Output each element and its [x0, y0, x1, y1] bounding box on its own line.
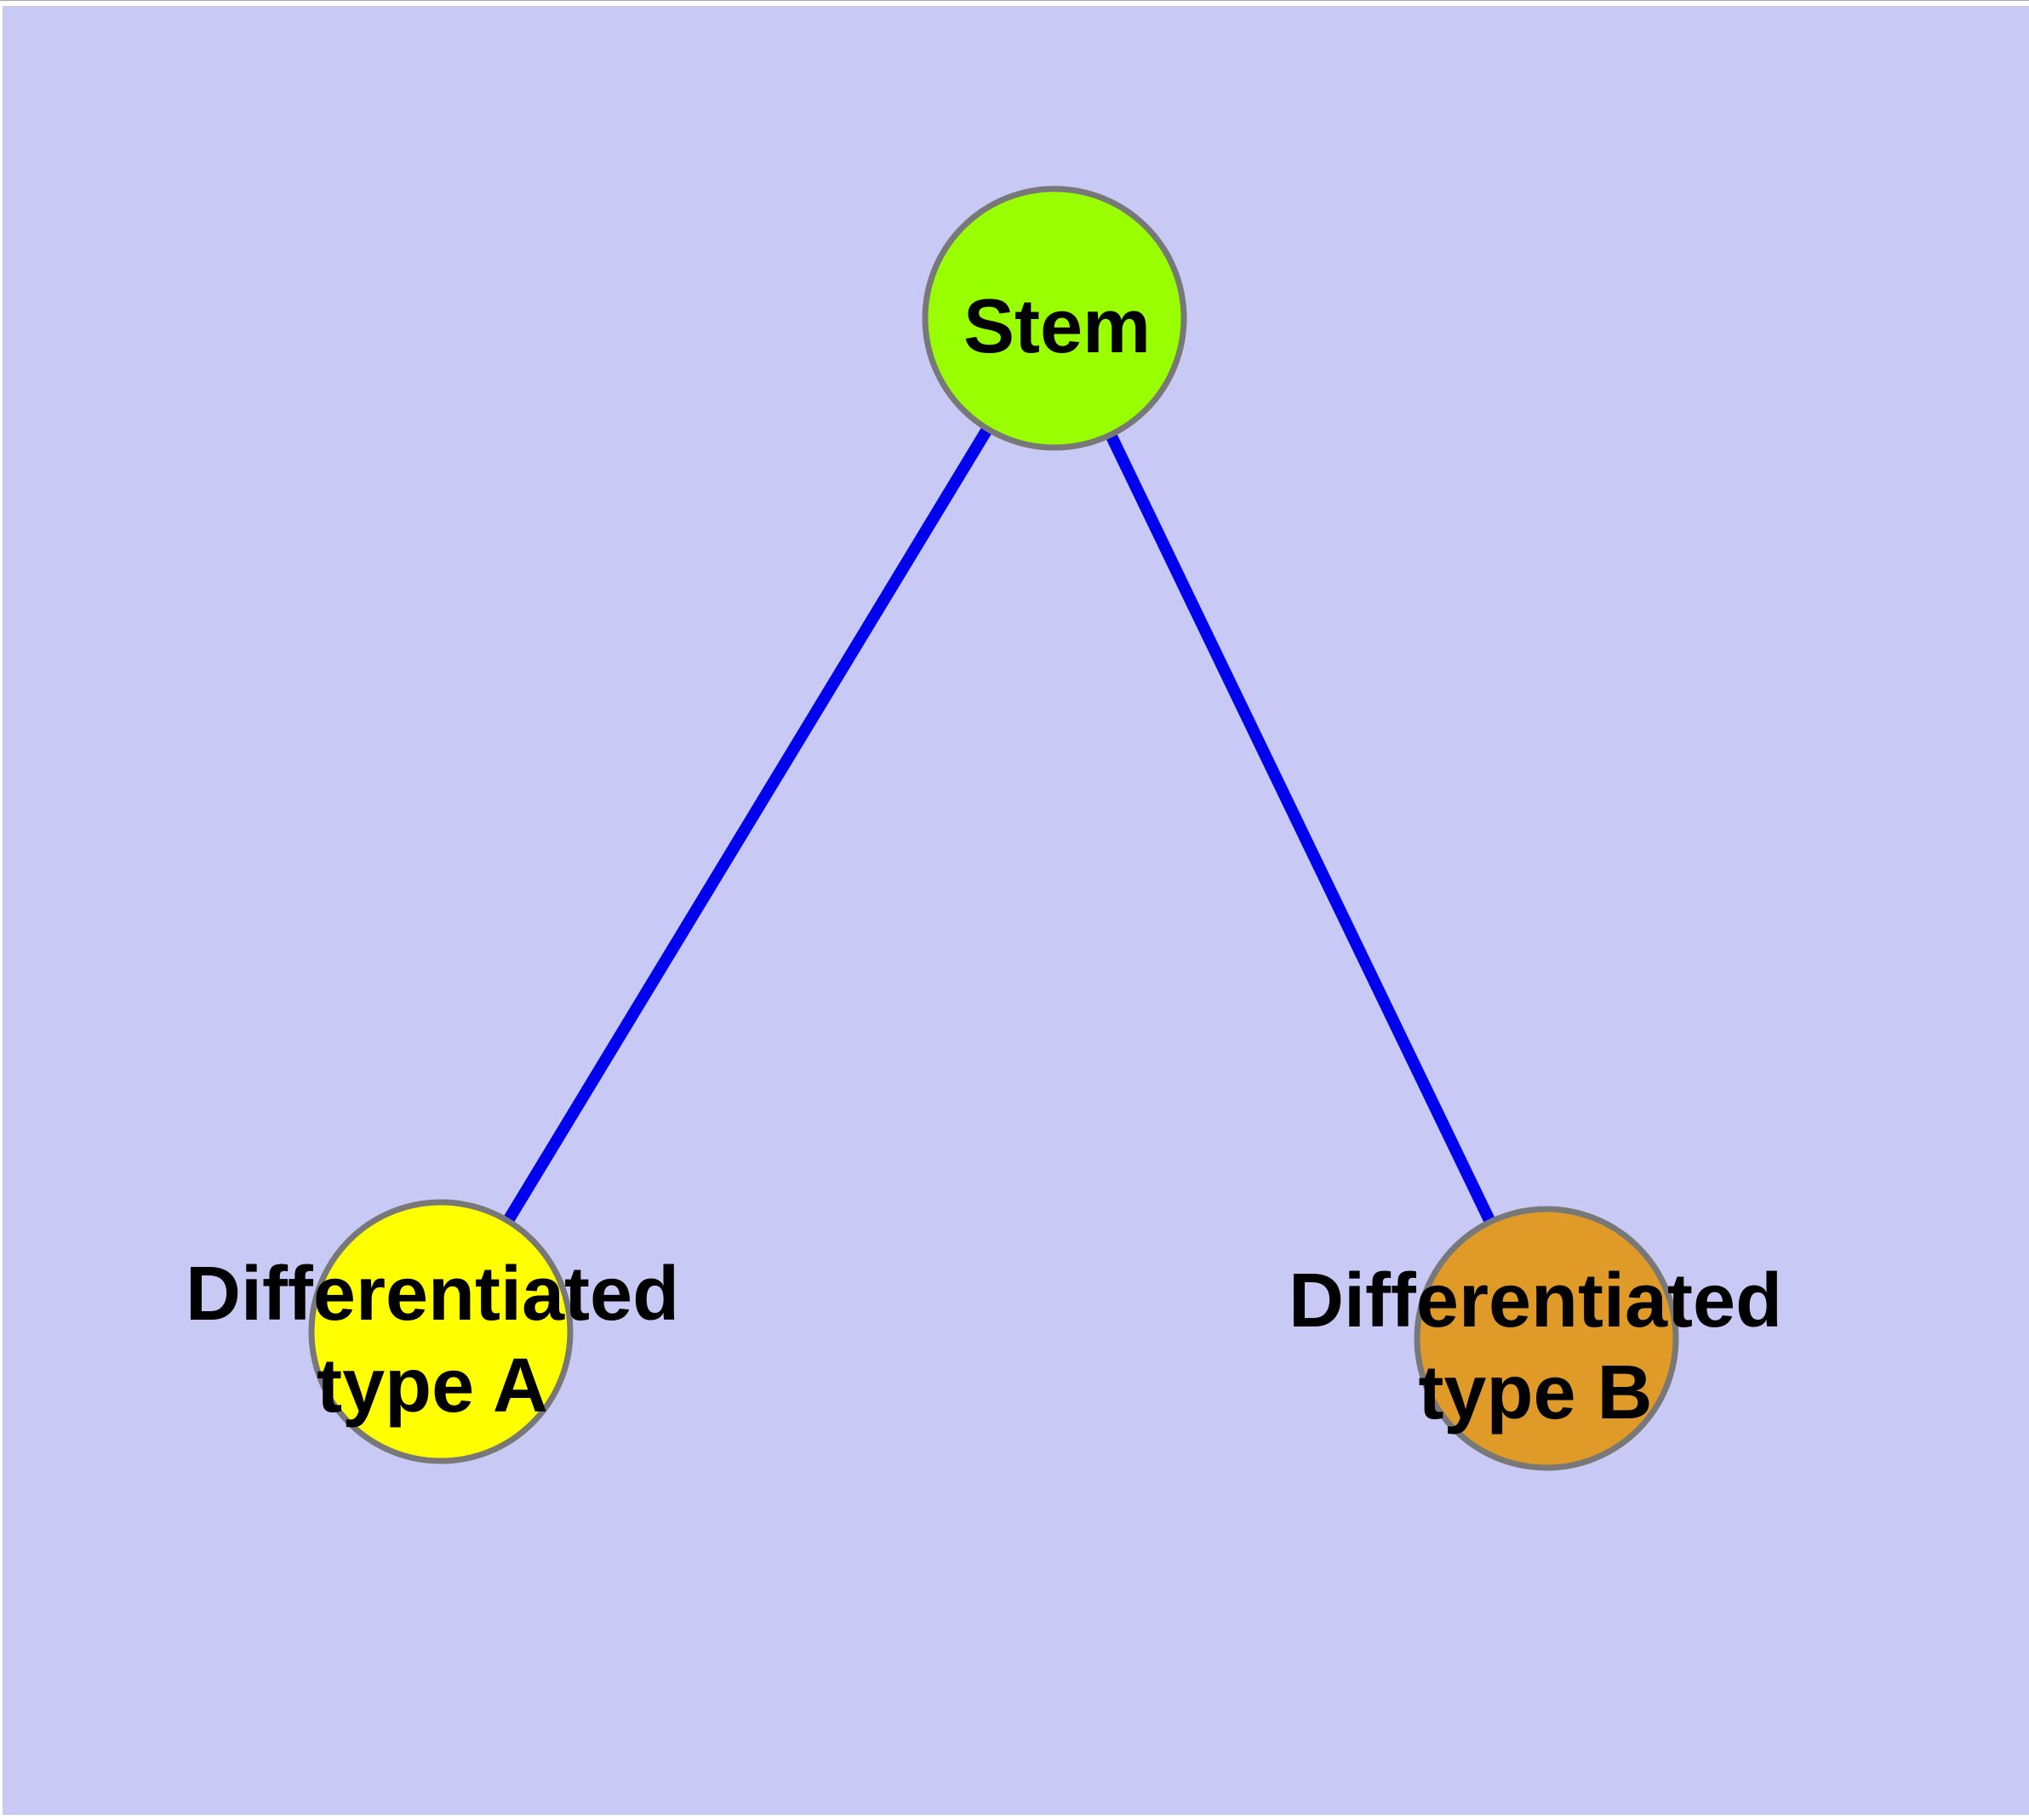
graph-canvas: Stem Differentiated type A Differentiate… [3, 6, 2029, 1815]
node-differentiated-type-a[interactable] [308, 1199, 574, 1464]
node-stem[interactable] [922, 185, 1187, 451]
node-differentiated-type-b[interactable] [1414, 1206, 1679, 1471]
edge-stem-to-type-a[interactable] [436, 315, 1060, 1335]
edge-stem-to-type-b[interactable] [1049, 315, 1552, 1342]
